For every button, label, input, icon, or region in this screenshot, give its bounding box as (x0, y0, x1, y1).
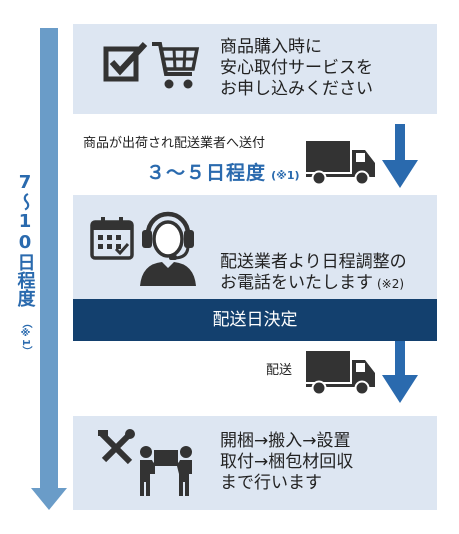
movers-icon (140, 446, 192, 496)
down-arrow-icon-2 (382, 341, 418, 403)
tools-icon (98, 429, 135, 465)
operator-icon (140, 211, 196, 286)
step-text-install: 開梱→搬入→設置 取付→梱包材回収 まで行います (220, 431, 354, 493)
timeline-note-text: （※1） (20, 318, 31, 356)
truck-icon (306, 141, 375, 186)
calendar-icon (90, 217, 134, 260)
step-text-schedule: 配送業者より日程調整の お電話をいたします(※2) (220, 231, 407, 295)
step-text-schedule-main: 配送業者より日程調整の お電話をいたします (220, 252, 407, 293)
timeline-label-box (10, 168, 40, 358)
step-note-schedule: (※2) (377, 277, 405, 291)
timeline-duration: 7〜10日程度 (12, 172, 38, 307)
timeline-arrowhead (31, 488, 67, 510)
timeline-bar (40, 28, 58, 490)
truck-icon-2 (306, 351, 375, 396)
checklist-icon (103, 41, 148, 82)
delivery-label: 配送 (266, 363, 293, 378)
shipping-label: 商品が出荷され配送業者へ送付 (83, 136, 266, 151)
timeline-note: （※1） (14, 318, 36, 356)
cart-icon (152, 42, 200, 89)
step-text-purchase: 商品購入時に 安心取付サービスを お申し込みください (220, 37, 373, 99)
delivery-date-banner: 配送日決定 (73, 299, 437, 341)
down-arrow-icon (382, 124, 418, 188)
shipping-note: (※1) (271, 169, 300, 182)
timeline-duration-text: 7〜10日程度 (14, 172, 36, 307)
shipping-duration-text: ３〜５日程度 (146, 162, 267, 184)
shipping-duration: ３〜５日程度 (※1) (146, 158, 300, 185)
